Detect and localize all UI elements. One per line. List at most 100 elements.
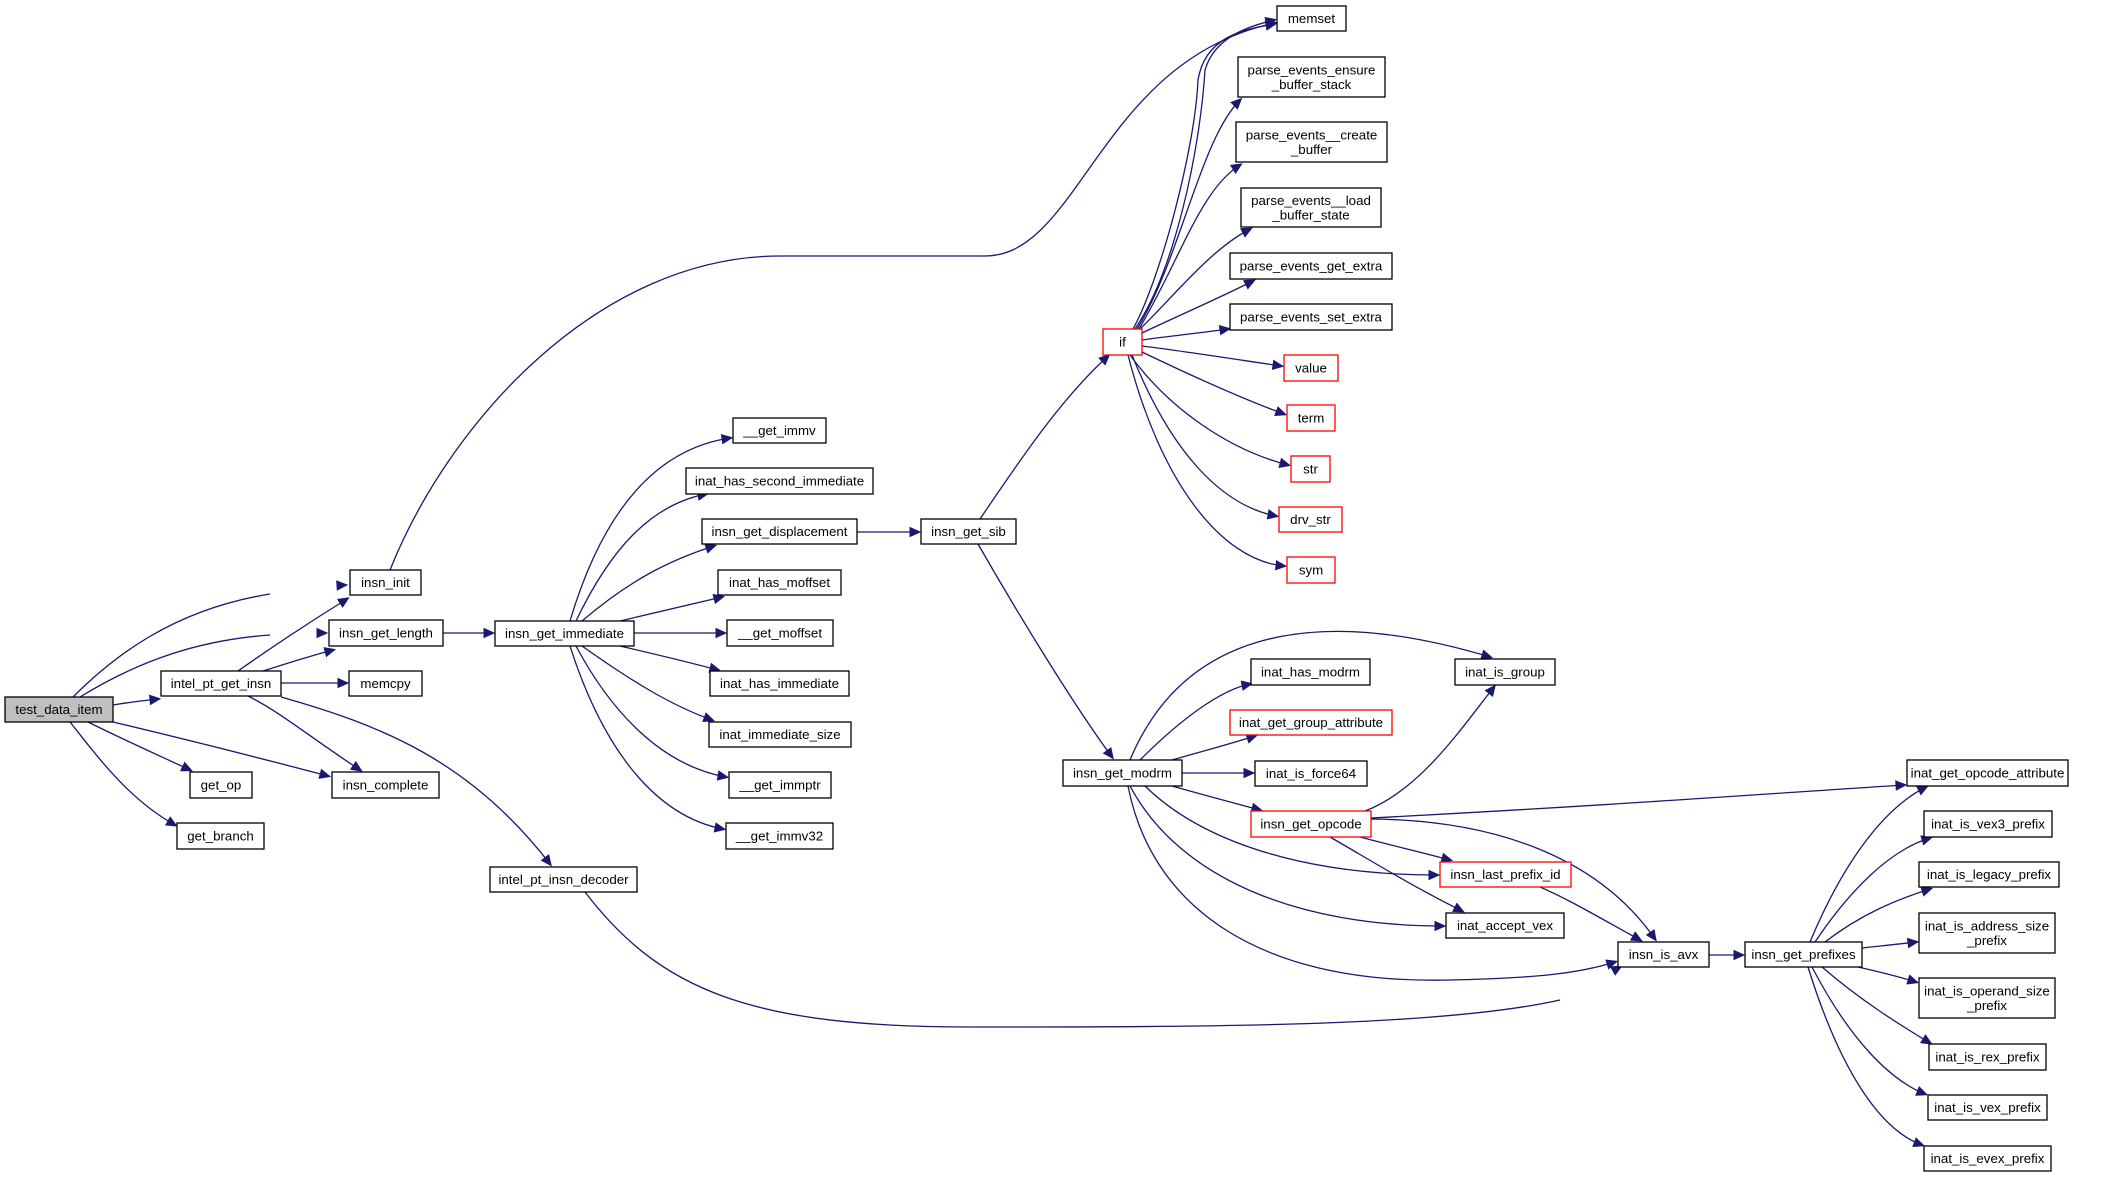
node-label: drv_str [1290, 512, 1331, 527]
node-get-branch[interactable]: get_branch [176, 822, 265, 850]
node-get-immptr[interactable]: __get_immptr [728, 771, 832, 799]
node-sym[interactable]: sym [1286, 556, 1336, 584]
node-parse-events-set-extra[interactable]: parse_events_set_extra [1229, 303, 1393, 331]
node-insn-get-prefixes[interactable]: insn_get_prefixes [1744, 941, 1863, 968]
call-edge-insn_get_immediate-to-inat_immediate_size [581, 645, 716, 723]
node-label: _buffer_state [1271, 207, 1349, 222]
node-box [1240, 187, 1382, 228]
node-parse-events-get-extra[interactable]: parse_events_get_extra [1229, 252, 1393, 280]
node-insn-get-length[interactable]: insn_get_length [328, 619, 444, 647]
node-insn-get-displacement[interactable]: insn_get_displacement [701, 518, 858, 545]
node-label: inat_accept_vex [1457, 918, 1553, 933]
call-edge-intel_pt_insn_decoder-to-insn_is_avx [584, 891, 1623, 1028]
edge-line [1141, 345, 1282, 367]
arrowhead-icon [316, 627, 329, 639]
arrowhead-icon [1920, 886, 1934, 897]
node-label: get_branch [187, 829, 254, 844]
node-insn-init[interactable]: insn_init [349, 569, 422, 596]
node-inat-is-vex3-prefix[interactable]: inat_is_vex3_prefix [1923, 810, 2053, 838]
arrowhead-icon [540, 854, 552, 867]
node-inat-has-immediate[interactable]: inat_has_immediate [709, 670, 850, 697]
nodes-layer: test_data_item intel_pt_get_insn insn_init… [4, 5, 2069, 1172]
node-insn-get-sib[interactable]: insn_get_sib [920, 518, 1017, 545]
node-term[interactable]: term [1286, 404, 1336, 432]
node-inat-get-opcode-attribute[interactable]: inat_get_opcode_attribute [1906, 759, 2069, 787]
arrowhead-icon [713, 822, 727, 833]
node-insn-get-modrm[interactable]: insn_get_modrm [1062, 759, 1183, 787]
node-label: _prefix [1966, 998, 2007, 1013]
node-insn-get-immediate[interactable]: insn_get_immediate [494, 620, 635, 647]
node-inat-is-legacy-prefix[interactable]: inat_is_legacy_prefix [1918, 861, 2060, 888]
node-box [4, 696, 114, 723]
node-label: inat_has_second_immediate [695, 474, 864, 489]
arrowhead-icon [1428, 869, 1441, 881]
node-label: insn_init [361, 575, 410, 590]
arrowhead-icon [1240, 680, 1254, 691]
node-get-op[interactable]: get_op [189, 771, 253, 799]
node-box [328, 619, 444, 647]
arrowhead-icon [1919, 1034, 1933, 1045]
node-drv-str[interactable]: drv_str [1278, 506, 1343, 533]
node-intel-pt-get-insn[interactable]: intel_pt_get_insn [160, 670, 282, 697]
node-insn-get-opcode[interactable]: insn_get_opcode [1250, 810, 1372, 838]
call-edge-insn_get_modrm-to-inat_has_modrm [1139, 680, 1254, 761]
call-edge-insn_get_immediate-to-__get_immv [569, 434, 734, 622]
node-get-moffset[interactable]: __get_moffset [726, 619, 834, 647]
edge-line [1824, 888, 1931, 943]
node-memset[interactable]: memset [1276, 5, 1347, 32]
node-inat-is-address-size-prefix[interactable]: inat_is_address_size_prefix [1918, 912, 2056, 954]
node-value[interactable]: value [1283, 354, 1339, 382]
arrowhead-icon [1243, 279, 1256, 290]
node-get-immv32[interactable]: __get_immv32 [725, 822, 834, 850]
node-box [732, 417, 827, 444]
node-insn-complete[interactable]: insn_complete [331, 771, 440, 799]
node-test-data-item: test_data_item [4, 696, 114, 723]
node-parse-events--create-buffer[interactable]: parse_events__create_buffer [1235, 121, 1388, 163]
node-label: str [1303, 462, 1318, 477]
edge-line [1359, 836, 1451, 861]
node-str[interactable]: str [1290, 455, 1331, 483]
edge-line [1127, 785, 1616, 981]
node-inat-has-moffset[interactable]: inat_has_moffset [717, 569, 842, 596]
node-label: insn_is_avx [1629, 947, 1699, 962]
node-inat-accept-vex[interactable]: inat_accept_vex [1445, 912, 1565, 939]
node-get-immv[interactable]: __get_immv [732, 417, 827, 444]
arrowhead-icon [323, 647, 337, 658]
call-edge-insn_get_immediate-to-__get_immv32 [569, 645, 727, 833]
node-box [1445, 912, 1565, 939]
node-parse-events-ensure-buffer-stack[interactable]: parse_events_ensure_buffer_stack [1237, 56, 1386, 98]
node-inat-is-evex-prefix[interactable]: inat_is_evex_prefix [1923, 1145, 2052, 1172]
call-edge-insn_get_modrm-to-inat_is_force64 [1182, 767, 1256, 779]
call-edge-insn_get_modrm-to-inat_get_group_attribute [1171, 733, 1259, 761]
arrowhead-icon [1230, 97, 1243, 110]
node-memcpy[interactable]: memcpy [348, 670, 423, 697]
node-insn-last-prefix-id[interactable]: insn_last_prefix_id [1439, 861, 1572, 888]
node-inat-is-operand-size-prefix[interactable]: inat_is_operand_size_prefix [1918, 977, 2056, 1019]
node-label: parse_events__create [1246, 127, 1378, 142]
call-edge-insn_get_opcode-to-inat_accept_vex [1329, 836, 1465, 913]
arrowhead-icon [702, 712, 716, 723]
edge-line [1139, 228, 1251, 330]
edge-line [1131, 354, 1277, 517]
node-label: insn_complete [343, 778, 429, 793]
call-edge-insn_get_immediate-to-insn_get_displacement [581, 543, 718, 622]
node-inat-has-second-immediate[interactable]: inat_has_second_immediate [685, 467, 874, 495]
edge-line [1138, 164, 1241, 330]
node-parse-events--load-buffer-state[interactable]: parse_events__load_buffer_state [1240, 187, 1382, 228]
node-box [1062, 759, 1183, 787]
edge-line [1139, 683, 1251, 761]
node-inat-is-rex-prefix[interactable]: inat_is_rex_prefix [1928, 1043, 2047, 1071]
node-inat-is-vex-prefix[interactable]: inat_is_vex_prefix [1927, 1094, 2048, 1121]
node-insn-is-avx[interactable]: insn_is_avx [1617, 941, 1710, 968]
node-inat-has-modrm[interactable]: inat_has_modrm [1250, 658, 1371, 686]
node-inat-is-group[interactable]: inat_is_group [1454, 658, 1556, 686]
arrowhead-icon [1239, 227, 1253, 238]
node-inat-immediate-size[interactable]: inat_immediate_size [708, 721, 852, 748]
node-inat-is-force64[interactable]: inat_is_force64 [1254, 760, 1368, 787]
node-inat-get-group-attribute[interactable]: inat_get_group_attribute [1229, 709, 1393, 736]
node-intel-pt-insn-decoder[interactable]: intel_pt_insn_decoder [489, 866, 638, 893]
node-if[interactable]: if [1102, 328, 1143, 356]
node-box [348, 670, 423, 697]
node-box [1250, 658, 1371, 686]
